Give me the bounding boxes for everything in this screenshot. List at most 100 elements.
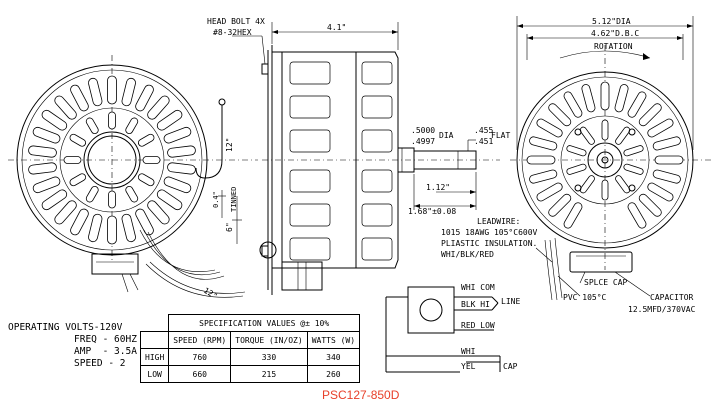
- vent-slot: [121, 213, 136, 243]
- vent-slots-inner: [566, 119, 644, 201]
- fin-slot: [289, 169, 331, 193]
- vent-slot: [63, 156, 82, 164]
- vent-slot: [529, 169, 558, 184]
- vent-slot: [615, 175, 631, 194]
- spec-header-row: SPEED (RPM) TORQUE (IN/OZ) WATTS (W): [139, 331, 361, 349]
- leadwire-spec: 1015 18AWG 105°C600V: [441, 228, 538, 237]
- wire-whi: WHI: [461, 347, 476, 356]
- vent-slot: [32, 126, 61, 144]
- vent-slot: [135, 84, 154, 112]
- vent-slot: [600, 81, 610, 111]
- vent-slot: [69, 133, 87, 147]
- vent-slot: [108, 111, 116, 130]
- leadwire-title: LEADWIRE:: [477, 217, 520, 226]
- low-speed: 660: [168, 365, 232, 383]
- capacitor-label: CAPACITOR: [650, 293, 694, 302]
- vent-slot: [137, 133, 155, 147]
- vent-slot: [156, 109, 183, 131]
- vent-slot: [147, 200, 170, 225]
- dim-1-12: 1.12": [426, 183, 450, 192]
- vent-slot: [54, 95, 77, 120]
- fin-slot: [361, 61, 393, 85]
- header-speed: SPEED (RPM): [168, 331, 232, 349]
- vent-slot: [623, 163, 644, 175]
- vent-slot: [623, 145, 644, 157]
- vent-slot: [652, 169, 681, 184]
- wire-blk-hi: BLK HI: [461, 300, 490, 309]
- low-watts: 260: [306, 365, 361, 383]
- lead-length-bottom: 12": [202, 286, 219, 301]
- shaft-dia-label: DIA: [439, 131, 454, 140]
- vent-slot: [41, 189, 68, 211]
- high-speed: 760: [168, 348, 232, 366]
- vent-slot: [536, 182, 563, 202]
- lead-length-mid: 6": [225, 222, 234, 232]
- vent-slot: [32, 176, 61, 194]
- op-speed: SPEED - 2: [74, 358, 126, 369]
- motor-symbol: [407, 286, 455, 334]
- fin-slot: [289, 203, 331, 227]
- dim-1-68: 1.68"±0.08: [408, 207, 456, 216]
- vent-slot: [647, 182, 674, 202]
- capacitor-rating: 12.5MFD/370VAC: [628, 305, 696, 314]
- vent-slot: [156, 189, 183, 211]
- vent-slot: [85, 117, 99, 135]
- head-bolt-spec: #8-32HEX: [213, 28, 252, 37]
- vent-slot: [125, 117, 139, 135]
- vent-slot: [548, 193, 572, 217]
- table-row: HIGH 760 330 340: [139, 348, 361, 366]
- vent-slot: [88, 213, 103, 243]
- op-amp: AMP - 3.5A: [74, 346, 137, 357]
- splice-cap-label: SPLCE CAP: [584, 278, 628, 287]
- vent-slot: [167, 162, 196, 175]
- vent-slots-inner: [63, 111, 161, 209]
- part-number: PSC127-850D: [322, 388, 400, 402]
- vent-slot: [135, 208, 154, 236]
- vent-slot: [163, 176, 192, 194]
- vent-slot: [107, 75, 117, 105]
- length-dimension: 4.1": [327, 23, 346, 32]
- bolt-circle-diameter: 4.62"D.B.C: [591, 29, 639, 38]
- vent-slot: [28, 162, 57, 175]
- vent-slot: [615, 126, 631, 145]
- vent-slot: [627, 91, 647, 118]
- flat-min: .451: [474, 137, 493, 146]
- vent-slot: [601, 179, 609, 201]
- leadwire-colors: WHI/BLK/RED: [441, 250, 494, 259]
- vent-slot: [652, 136, 681, 151]
- vent-slot: [563, 202, 583, 229]
- op-volts: OPERATING VOLTS-120V: [8, 322, 123, 333]
- vent-slot: [581, 84, 596, 113]
- vent-slot: [647, 118, 674, 138]
- flat-max: .455: [474, 126, 493, 135]
- vent-slot: [137, 173, 155, 187]
- shaft-dia-max: .5000: [411, 126, 435, 135]
- vent-slot: [108, 190, 116, 209]
- op-freq: FREQ - 60HZ: [74, 334, 137, 345]
- leadwire-insulation: PLIASTIC INSULATION.: [441, 239, 537, 248]
- vent-slot: [163, 126, 192, 144]
- fin-slot: [361, 203, 393, 227]
- fin-slot: [289, 237, 331, 261]
- vent-slot: [70, 84, 89, 112]
- specification-table: SPECIFICATION VALUES @± 10% SPEED (RPM) …: [139, 314, 361, 383]
- vent-slot: [638, 193, 662, 217]
- vent-slot: [579, 175, 595, 194]
- vent-slot: [69, 173, 87, 187]
- lead-strip-length: 0.4": [212, 191, 220, 208]
- spec-title-row: SPECIFICATION VALUES @± 10%: [141, 314, 361, 332]
- table-row: LOW 660 215 260: [139, 365, 361, 383]
- vent-slot: [142, 156, 161, 164]
- vent-slots-outer: [28, 75, 196, 245]
- vent-slot: [638, 103, 662, 127]
- spec-title: SPECIFICATION VALUES @± 10%: [168, 314, 361, 332]
- header-torque: TORQUE (IN/OZ): [230, 331, 308, 349]
- cooling-fins: [289, 61, 393, 261]
- vent-slots-outer: [526, 81, 684, 229]
- vent-slot: [147, 95, 170, 120]
- shaft-dia-min: .4997: [411, 137, 435, 146]
- wire-line: LINE: [501, 297, 520, 306]
- fin-slot: [361, 95, 393, 119]
- vent-slot: [107, 215, 117, 245]
